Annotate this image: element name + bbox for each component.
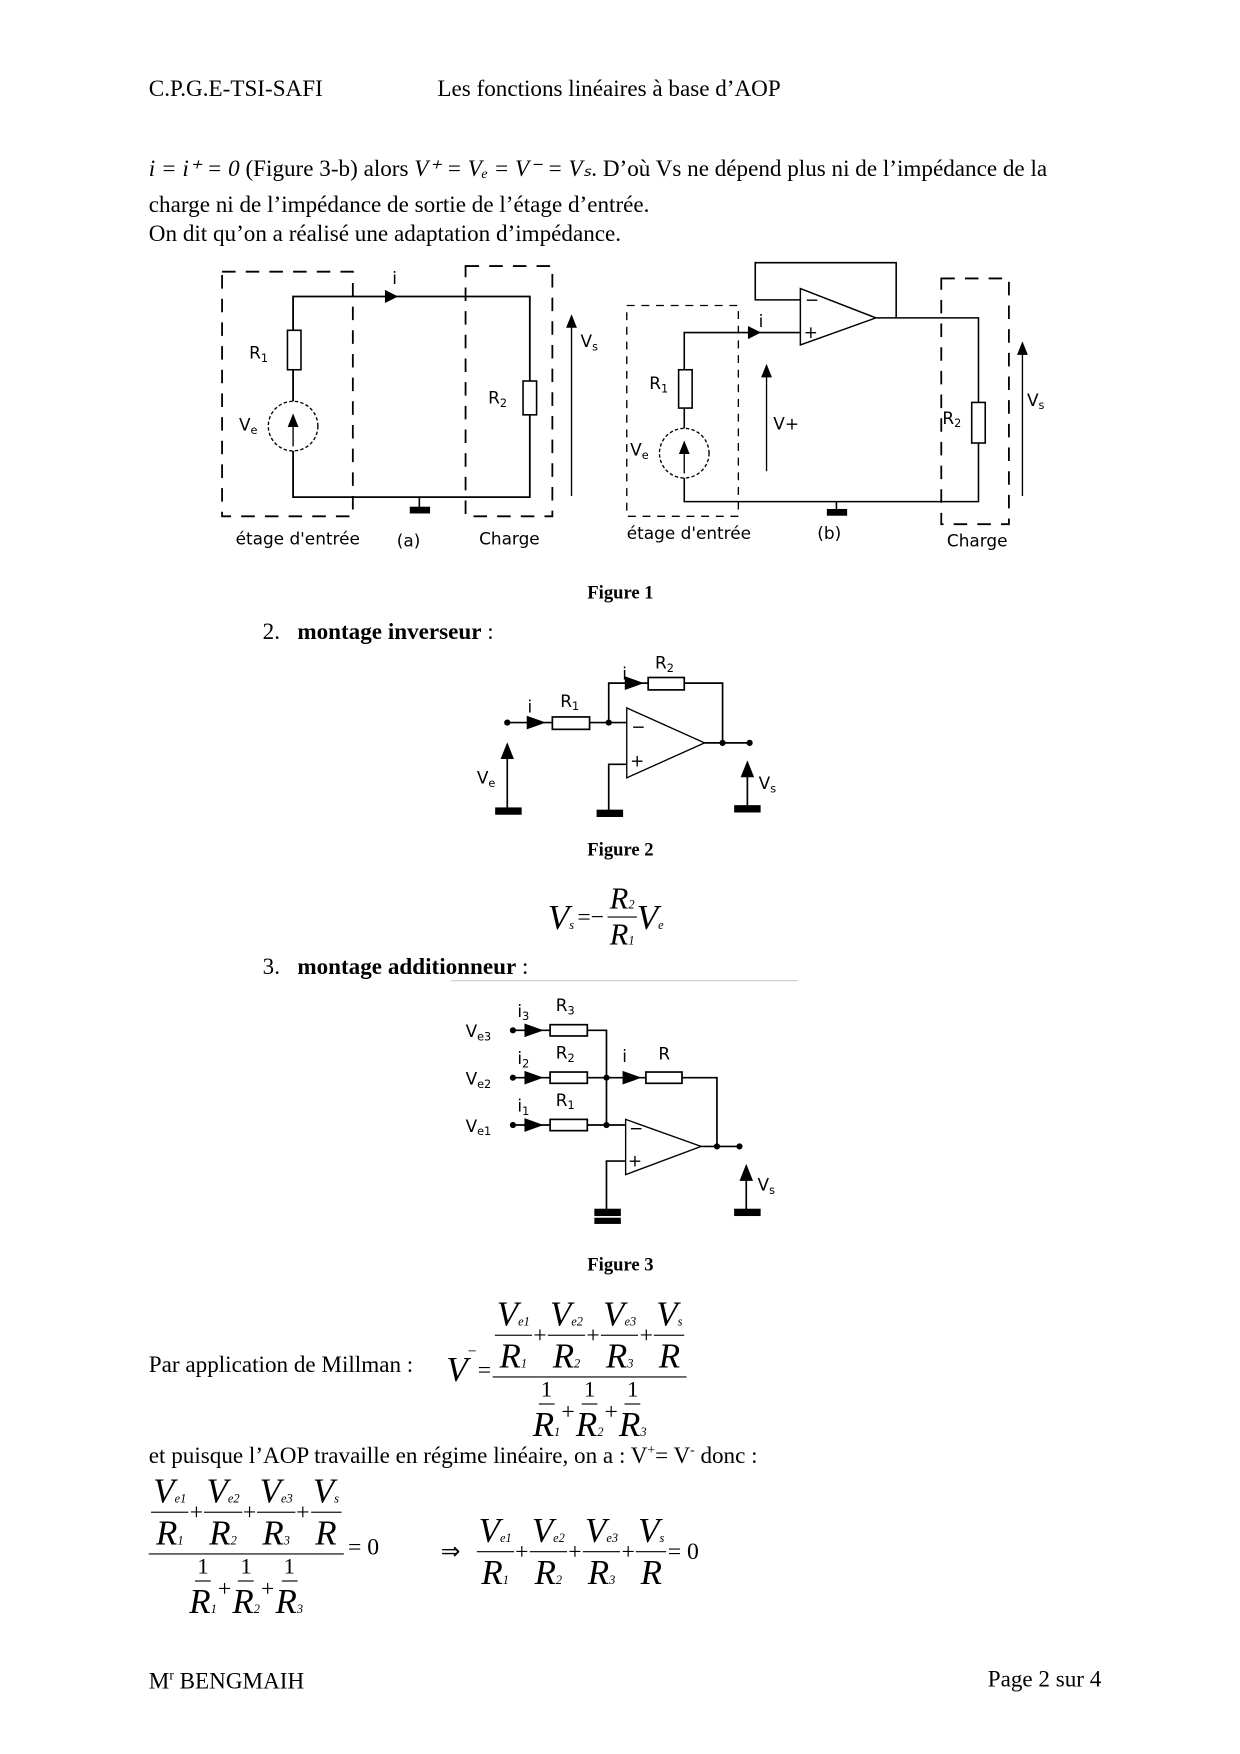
ground-icon <box>409 506 431 514</box>
figure-1a-circuit <box>221 265 577 518</box>
label-ve: Ve <box>630 439 649 461</box>
figure-1b-circuit <box>626 261 1028 526</box>
label-i: i <box>622 664 627 684</box>
header-title: Les fonctions linéaires à base d’AOP <box>437 76 781 102</box>
label-vs: Vs <box>759 773 777 795</box>
figure-1-caption: Figure 1 <box>587 581 654 604</box>
label-r2: R2 <box>655 652 674 674</box>
label-r2: R2 <box>488 388 507 410</box>
label-r: R <box>658 1044 670 1064</box>
label-ve1: Ve1 <box>466 1116 492 1138</box>
intro-line-3: On dit qu’on a réalisé une adaptation d’… <box>148 222 622 247</box>
minus-sign: − <box>805 289 819 309</box>
footer-author: Mr BENGMAIH <box>148 1667 305 1695</box>
load-box <box>464 265 554 518</box>
label-i1: i1 <box>517 1095 529 1117</box>
label-vs: Vs <box>581 331 599 353</box>
intro-line-1: i = i⁺ = 0 (Figure 3-b) alors V⁺ = Vₑ = … <box>148 156 1048 182</box>
label-a: (a) <box>397 531 421 551</box>
label-i: i <box>528 696 533 716</box>
label-r2: R2 <box>556 1043 575 1065</box>
plus-sign: + <box>628 1151 642 1171</box>
label-r1: R1 <box>556 1090 575 1112</box>
section-2-heading: 2. montage inverseur : <box>262 619 494 645</box>
resistor-r2 <box>522 380 538 416</box>
minus-sign: − <box>631 717 645 737</box>
label-r3: R3 <box>556 995 575 1017</box>
section-3-heading: 3. montage additionneur : <box>262 954 529 980</box>
figure-3-caption: Figure 3 <box>587 1253 654 1275</box>
label-ve: Ve <box>477 767 496 789</box>
label-r2: R2 <box>942 408 961 430</box>
label-ve3: Ve3 <box>466 1021 492 1043</box>
label-load: Charge <box>479 528 540 548</box>
voltage-source-icon <box>267 400 319 452</box>
label-i: i <box>392 268 397 288</box>
label-i: i <box>759 311 764 331</box>
label-ve: Ve <box>239 415 258 437</box>
figure-2-caption: Figure 2 <box>587 838 654 861</box>
minus-sign: − <box>629 1118 643 1138</box>
current-arrow-icon <box>384 289 399 304</box>
label-vs: Vs <box>1027 390 1045 412</box>
linear-regime-text: et puisque l’AOP travaille en régime lin… <box>148 1441 758 1469</box>
plus-sign: + <box>804 322 818 342</box>
label-b: (b) <box>817 523 841 543</box>
label-r1: R1 <box>649 373 668 395</box>
label-ve2: Ve2 <box>466 1068 492 1090</box>
input-stage-box <box>221 270 354 518</box>
label-vplus: V+ <box>773 413 799 433</box>
opamp-icon <box>799 287 878 346</box>
millman-intro: Par application de Millman : <box>148 1352 414 1378</box>
label-vs: Vs <box>758 1174 776 1196</box>
label-i2: i2 <box>517 1048 529 1070</box>
label-r1: R1 <box>249 342 268 364</box>
header-left: C.P.G.E-TSI-SAFI <box>148 76 323 102</box>
label-load: Charge <box>947 531 1008 551</box>
label-stage: étage d'entrée <box>236 528 360 548</box>
label-stage: étage d'entrée <box>627 523 751 543</box>
top-wire <box>292 295 531 382</box>
label-i: i <box>622 1046 627 1066</box>
figure-2-circuit <box>495 676 761 817</box>
label-i3: i3 <box>517 1001 529 1023</box>
footer-page-number: Page 2 sur 4 <box>987 1667 1102 1693</box>
intro-line-2: charge ni de l’impédance de sortie de l’… <box>148 192 650 218</box>
plus-sign: + <box>630 751 644 771</box>
label-r1: R1 <box>560 691 579 713</box>
resistor-r1 <box>286 329 302 371</box>
figure-3-circuit <box>509 1023 761 1224</box>
